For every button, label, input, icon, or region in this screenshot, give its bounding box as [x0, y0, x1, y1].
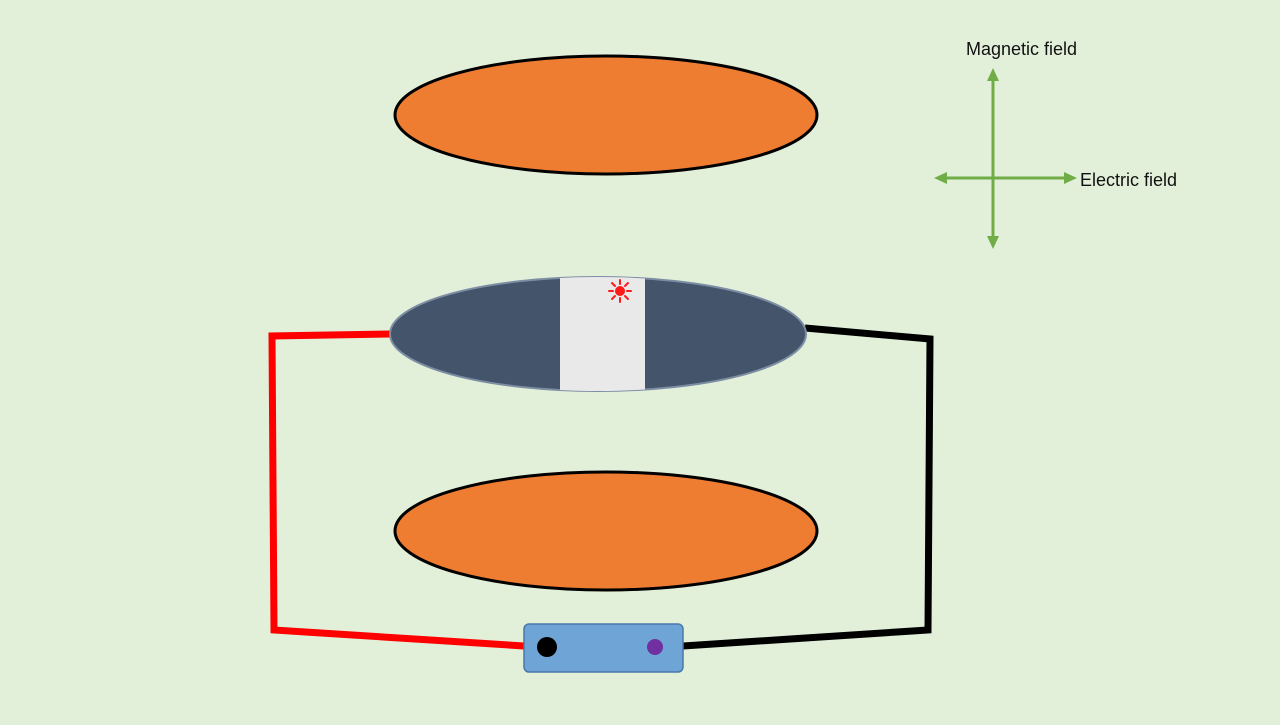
- arrow-left-icon: [934, 172, 947, 184]
- field-axes: [934, 68, 1077, 249]
- top-magnet: [393, 54, 819, 176]
- electric-field-label: Electric field: [1080, 170, 1178, 190]
- arrow-right-icon: [1064, 172, 1077, 184]
- sun-burst-icon: [608, 279, 632, 303]
- bottom-magnet: [393, 470, 819, 592]
- arrow-up-icon: [987, 68, 999, 81]
- battery-terminal-right: [647, 639, 663, 655]
- magnetic-field-label: Magnetic field: [966, 39, 1078, 59]
- red-wire: [268, 330, 525, 650]
- rotating-disc: [389, 276, 807, 392]
- battery: [523, 623, 684, 673]
- battery-body: [523, 623, 684, 673]
- battery-terminal-left: [537, 637, 557, 657]
- disc-window: [560, 277, 645, 391]
- black-wire: [682, 324, 934, 650]
- arrow-down-icon: [987, 236, 999, 249]
